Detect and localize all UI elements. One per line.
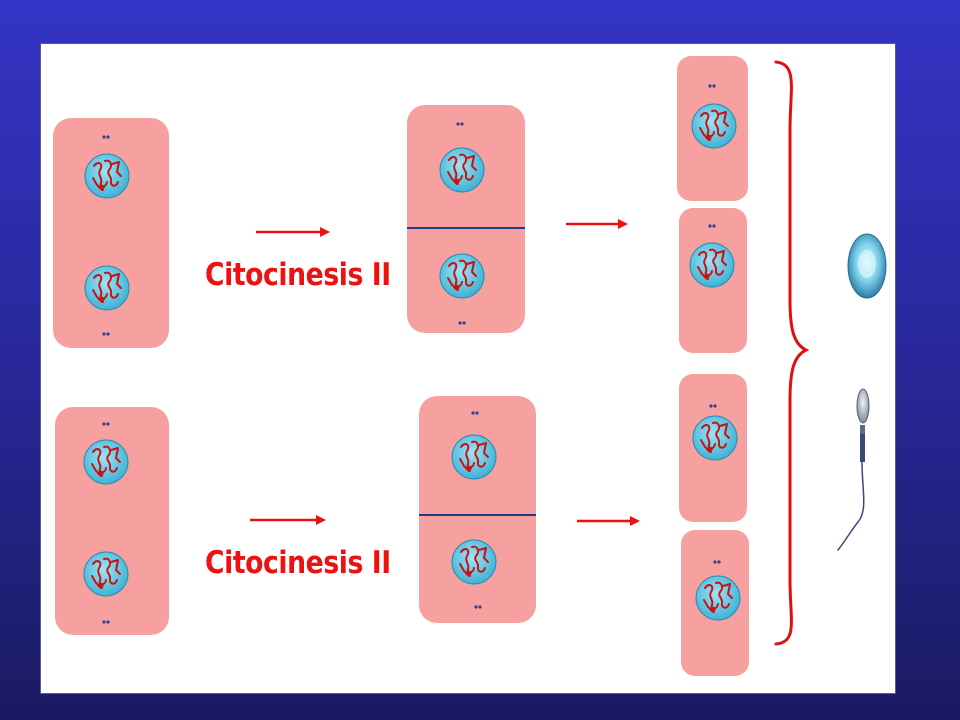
egg-cell-icon bbox=[847, 233, 887, 299]
arrow-icon bbox=[618, 219, 628, 229]
daughter-cell-2 bbox=[679, 208, 747, 353]
nucleus-icon bbox=[84, 153, 130, 199]
top-dividing-cell bbox=[407, 105, 525, 333]
daughter-cell-4 bbox=[681, 530, 749, 676]
nucleus-icon bbox=[439, 253, 485, 299]
sperm-cell-icon bbox=[837, 388, 870, 551]
stage-label-top: Citocinesis II bbox=[205, 257, 391, 293]
nucleus-icon bbox=[689, 242, 735, 288]
nucleus-icon bbox=[83, 551, 129, 597]
top-arrow-2 bbox=[566, 219, 628, 229]
stage-label-bottom: Citocinesis II bbox=[205, 545, 391, 581]
top-arrow-1 bbox=[256, 227, 330, 237]
nucleus-icon bbox=[695, 575, 741, 621]
curly-brace-icon bbox=[774, 60, 810, 646]
nucleus-icon bbox=[691, 103, 737, 149]
nucleus-icon bbox=[451, 539, 497, 585]
arrow-icon bbox=[320, 227, 330, 237]
bottom-arrow-2 bbox=[577, 516, 640, 526]
bottom-start-cell bbox=[55, 407, 169, 635]
nucleus-icon bbox=[692, 415, 738, 461]
daughter-cell-1 bbox=[677, 56, 748, 201]
bottom-arrow-1 bbox=[250, 515, 326, 525]
nucleus-icon bbox=[451, 434, 497, 480]
nucleus-icon bbox=[439, 147, 485, 193]
daughter-cell-3 bbox=[679, 374, 747, 522]
top-start-cell bbox=[53, 118, 169, 348]
arrow-icon bbox=[316, 515, 326, 525]
bottom-dividing-cell bbox=[419, 396, 536, 623]
arrow-icon bbox=[630, 516, 640, 526]
nucleus-icon bbox=[84, 265, 130, 311]
nucleus-icon bbox=[83, 439, 129, 485]
